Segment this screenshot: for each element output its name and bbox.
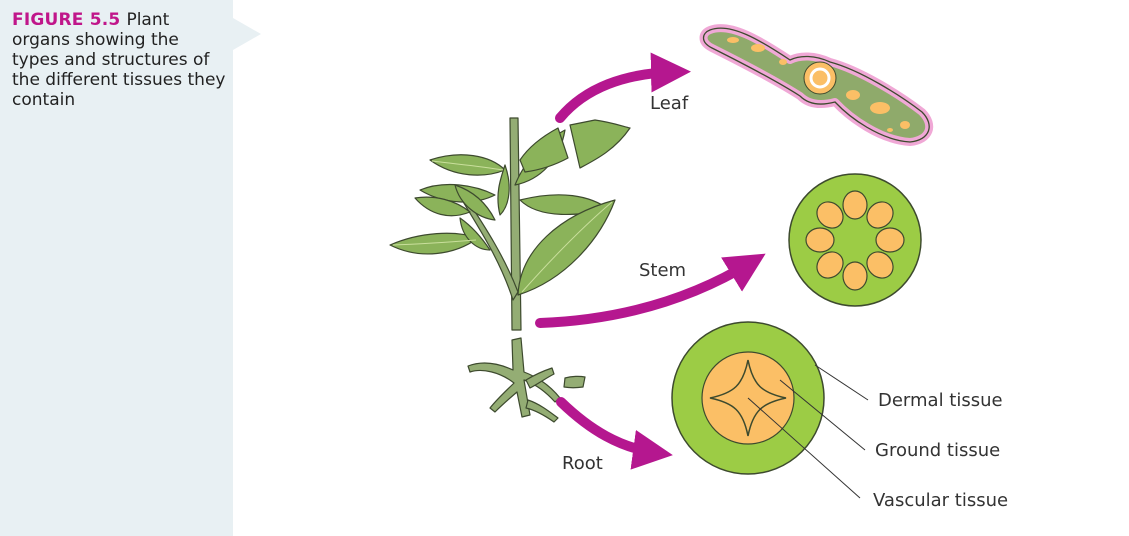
plant-leaf [497,164,510,216]
cut-leaf-stub [519,127,569,173]
plant-leaf [459,217,491,251]
root-cut-piece [563,375,586,389]
vascular-pointer [747,397,861,499]
vascular-bundle [875,227,905,253]
plant-illustration [389,117,631,423]
cut-leaf [569,119,631,169]
vascular-bundle [866,251,894,279]
plant-root [525,399,559,423]
stem-arrow [535,253,766,328]
vascular-bundle [842,190,868,220]
leaf-label: Leaf [650,93,689,114]
vascular-bundle [816,201,844,229]
vascular-bundle [842,261,868,291]
ground-pointer [779,379,866,451]
vascular-tissue-label: Vascular tissue [873,490,1009,511]
ground-tissue-label: Ground tissue [875,440,1001,461]
plant-leaf [517,199,616,296]
root-arrow [556,397,673,470]
root-cross-section [671,321,869,499]
plant-leaf [389,232,479,255]
caption-panel [0,0,233,536]
plant-stem [509,117,522,331]
plant-leaf [414,196,471,217]
dermal-tissue-label: Dermal tissue [878,390,1003,411]
plant-leaf [454,184,496,221]
dermal-pointer [814,364,869,401]
figure-caption-text: Plant organs showing the types and struc… [12,10,226,110]
stem-cross-section [788,173,922,307]
root-label: Root [562,453,603,474]
leaf-cross-section [699,24,934,146]
stem-label: Stem [639,260,687,281]
vascular-bundle [805,227,835,253]
organ-arrows [535,52,766,470]
vascular-bundle [866,201,894,229]
figure-label: FIGURE 5.5 [12,10,121,30]
caption-panel-pointer [233,18,261,50]
leaf-arrow [555,52,691,123]
plant-root [525,367,555,389]
vascular-bundle [816,251,844,279]
